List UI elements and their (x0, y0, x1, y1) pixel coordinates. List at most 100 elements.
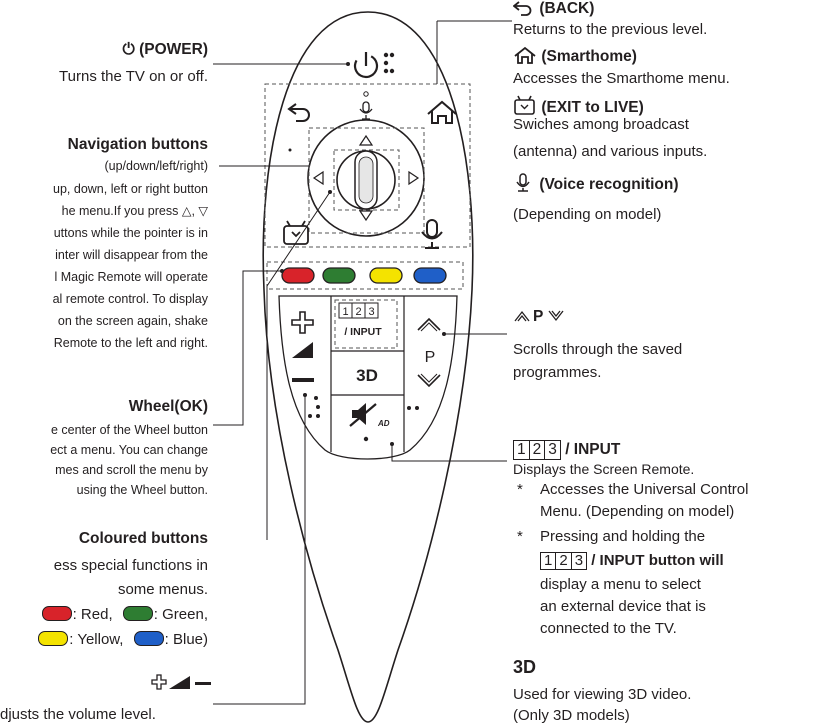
programme-title: P (513, 308, 567, 328)
home-button[interactable] (427, 100, 457, 124)
navigation-line: l Magic Remote will operate (54, 270, 208, 284)
3d-button[interactable]: 3D (356, 366, 378, 385)
coloured-legend-row2: : Yellow, : Blue) (38, 631, 208, 649)
input-bullet2: connected to the TV. (540, 620, 677, 637)
red-swatch (41, 606, 72, 621)
mute-button[interactable]: AD (349, 403, 390, 428)
power-button[interactable] (351, 51, 381, 81)
volume-minus-icon (195, 682, 211, 685)
smarthome-icon (513, 46, 537, 69)
wheel-line: using the Wheel button. (76, 483, 208, 497)
input-digit-3: 3 (368, 306, 374, 318)
coloured-line: ess special functions in (53, 557, 208, 574)
voice-desc: (Depending on model) (513, 206, 662, 223)
nav-right-arrow[interactable] (408, 170, 420, 186)
bullet-star: * (517, 528, 523, 545)
input-button[interactable]: 1 2 3 / INPUT (338, 302, 382, 338)
indicator-light (363, 91, 369, 97)
wheel-title: Wheel(OK) (128, 398, 208, 415)
input-button-label: / INPUT (344, 326, 382, 338)
dot (288, 148, 292, 152)
3d-desc: (Only 3D models) (513, 707, 630, 724)
exit-desc: (antenna) and various inputs. (513, 143, 708, 160)
input-digit-1: 1 (342, 306, 348, 318)
navigation-line: Remote to the left and right. (53, 336, 208, 350)
back-desc: Returns to the previous level. (513, 21, 708, 38)
input-digit-1: 1 (540, 552, 557, 570)
wheel-region (333, 149, 400, 211)
green-button[interactable] (322, 267, 356, 284)
programme-down-icon (547, 309, 567, 328)
green-swatch (122, 606, 153, 621)
blue-swatch (133, 631, 164, 646)
callout-lines (213, 20, 512, 705)
voice-mic-icon (513, 173, 535, 198)
input-digit-2: 2 (555, 552, 572, 570)
navigation-line: inter will disappear from the (55, 248, 208, 262)
input-digit-2: 2 (355, 306, 361, 318)
programme-label: P (425, 349, 436, 366)
programme-up-icon (513, 309, 533, 328)
mic-small-icon (359, 101, 373, 120)
wheel-ok-button[interactable] (336, 150, 396, 210)
voice-recognition-button[interactable] (421, 219, 443, 249)
volume-up-button[interactable] (291, 311, 314, 334)
red-label: : Red, (72, 606, 113, 623)
navigation-title: Navigation buttons (67, 136, 208, 153)
coloured-line: some menus. (117, 581, 208, 598)
wheel-line: ect a menu. You can change (50, 443, 208, 457)
mute-ad-label: AD (377, 419, 390, 428)
back-icon (512, 0, 535, 21)
lower-keypad (278, 295, 458, 460)
input-bullet1: Menu. (Depending on model) (540, 503, 735, 520)
dot (363, 436, 369, 442)
back-title: (BACK) (512, 0, 594, 21)
input-digit-1: 1 (513, 440, 530, 460)
nav-left-arrow[interactable] (312, 170, 324, 186)
braille-dots-right (407, 406, 419, 410)
green-label: : Green, (153, 606, 208, 623)
input-desc: Displays the Screen Remote. (513, 461, 695, 477)
yellow-button[interactable] (369, 267, 403, 284)
blue-label: : Blue) (164, 631, 208, 648)
power-title: ⏻ (POWER) (122, 40, 208, 58)
volume-wedge-icon (169, 676, 190, 689)
programme-up-button[interactable] (417, 317, 441, 331)
coloured-title: Coloured buttons (78, 530, 208, 547)
exit-to-live-button[interactable] (283, 220, 309, 245)
yellow-swatch (38, 631, 69, 646)
volume-icons (151, 674, 211, 690)
input-bullet2: display a menu to select (540, 576, 701, 593)
navigation-line: up, down, left or right button (53, 182, 208, 196)
coloured-legend-row1: : Red, : Green, (41, 606, 208, 624)
exit-desc: Swiches among broadcast (513, 116, 689, 133)
smarthome-title: (Smarthome) (513, 46, 637, 69)
volume-plus-icon (151, 674, 167, 690)
nav-up-arrow[interactable] (358, 134, 374, 146)
braille-dots-left (308, 396, 320, 418)
navigation-line: he menu.If you press △, ▽ (61, 204, 208, 218)
yellow-label: : Yellow, (69, 631, 124, 648)
braille-dots-top (383, 52, 395, 74)
back-button[interactable] (287, 103, 310, 122)
power-icon: ⏻ (122, 40, 135, 58)
volume-down-button[interactable] (292, 378, 314, 382)
input-digit-3: 3 (570, 552, 588, 570)
input-digit-3: 3 (544, 440, 561, 460)
red-button[interactable] (281, 267, 315, 284)
wheel-line: e center of the Wheel button (50, 423, 208, 437)
smarthome-desc: Accesses the Smarthome menu. (513, 70, 730, 87)
bullet-star: * (517, 481, 523, 498)
navigation-region (308, 127, 425, 234)
voice-title: (Voice recognition) (513, 173, 679, 198)
programme-desc: programmes. (513, 364, 602, 381)
programme-desc: Scrolls through the saved (513, 341, 683, 358)
power-desc: Turns the TV on or off. (59, 68, 208, 85)
programme-down-button[interactable] (417, 374, 441, 388)
blue-button[interactable] (413, 267, 447, 284)
navigation-subtitle: (up/down/left/right) (104, 159, 208, 173)
nav-down-arrow[interactable] (358, 210, 374, 222)
